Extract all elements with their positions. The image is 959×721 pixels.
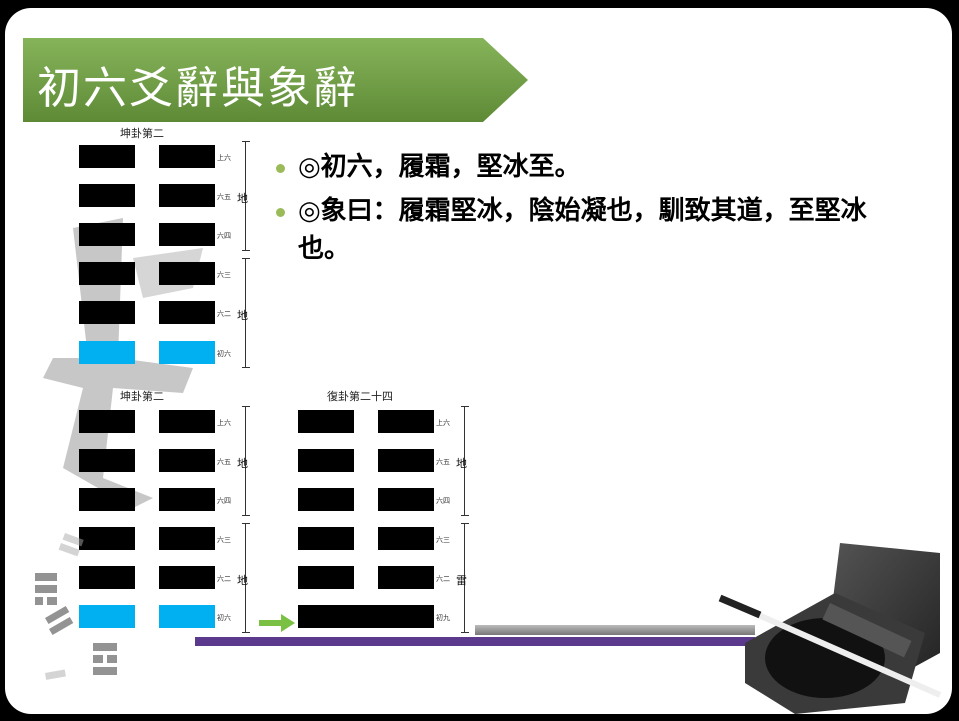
hexagram-name: 坤卦第二 bbox=[120, 127, 164, 140]
yin-line-right bbox=[159, 145, 215, 168]
line-label: 上六 bbox=[436, 419, 450, 427]
line-label: 六二 bbox=[436, 575, 450, 583]
yin-line-right bbox=[378, 566, 434, 589]
highlighted-line-left bbox=[79, 341, 135, 364]
slide-title: 初六爻辭與象辭 bbox=[37, 63, 359, 114]
arrow-right-icon bbox=[259, 614, 295, 632]
yin-line-right bbox=[159, 527, 215, 550]
bagua-decoration-icon bbox=[35, 533, 117, 680]
yin-line-left bbox=[79, 262, 135, 285]
bullet-dot-icon bbox=[276, 208, 285, 217]
yin-line-left bbox=[79, 301, 135, 324]
yin-line-left bbox=[79, 410, 135, 433]
yin-line-right bbox=[159, 566, 215, 589]
bullet-item: ◎象曰：履霜堅冰，陰始凝也，馴致其道，至堅冰也。 bbox=[270, 192, 910, 268]
trigram-bracket bbox=[461, 406, 471, 516]
slide: 初六爻辭與象辭 ◎初六，履霜，堅冰至。 ◎象曰：履霜堅冰，陰始凝也，馴致其道，至… bbox=[5, 8, 952, 714]
trigram-label: 地 bbox=[237, 192, 248, 205]
yin-line-right bbox=[159, 262, 215, 285]
line-label: 六三 bbox=[436, 536, 450, 544]
line-label: 初九 bbox=[436, 614, 450, 622]
yin-line-left bbox=[79, 449, 135, 472]
yin-line-right bbox=[159, 410, 215, 433]
banner-arrow-shape bbox=[23, 38, 528, 122]
yin-line-left bbox=[79, 527, 135, 550]
line-label: 初六 bbox=[217, 614, 231, 622]
trigram-label: 地 bbox=[237, 457, 248, 470]
yang-line bbox=[298, 605, 434, 628]
trigram-label: 地 bbox=[237, 309, 248, 322]
yin-line-left bbox=[298, 410, 354, 433]
yin-line-right bbox=[159, 449, 215, 472]
line-label: 六四 bbox=[436, 497, 450, 505]
bullet-dot-icon bbox=[276, 164, 285, 173]
yin-line-left bbox=[79, 223, 135, 246]
yin-line-left bbox=[298, 527, 354, 550]
line-label: 六三 bbox=[217, 271, 231, 279]
line-label: 六五 bbox=[217, 193, 231, 201]
bullet-text: ◎象曰：履霜堅冰，陰始凝也，馴致其道，至堅冰也。 bbox=[298, 196, 867, 264]
calligraphy-brush-icon bbox=[718, 594, 942, 698]
yin-line-left bbox=[298, 449, 354, 472]
highlighted-line-right bbox=[159, 605, 215, 628]
yin-line-right bbox=[159, 223, 215, 246]
line-label: 初六 bbox=[217, 350, 231, 358]
yin-line-left bbox=[298, 566, 354, 589]
trigram-bracket bbox=[242, 406, 252, 516]
line-label: 六五 bbox=[436, 458, 450, 466]
hexagram-name: 坤卦第二 bbox=[120, 390, 164, 403]
trigram-bracket bbox=[242, 141, 252, 251]
trigram-bracket bbox=[242, 258, 252, 368]
line-label: 六二 bbox=[217, 575, 231, 583]
trigram-bracket bbox=[242, 523, 252, 633]
yin-line-right bbox=[159, 488, 215, 511]
hexagram-name: 復卦第二十四 bbox=[327, 390, 393, 403]
bullet-text: ◎初六，履霜，堅冰至。 bbox=[298, 152, 581, 182]
yin-line-right bbox=[159, 301, 215, 324]
line-label: 六五 bbox=[217, 458, 231, 466]
trigram-label: 雷 bbox=[456, 574, 467, 587]
trigram-label: 地 bbox=[237, 574, 248, 587]
decorative-purple-bar bbox=[195, 637, 755, 646]
decorative-gray-bar bbox=[475, 625, 755, 635]
yin-line-left bbox=[79, 488, 135, 511]
line-label: 六二 bbox=[217, 310, 231, 318]
line-label: 六四 bbox=[217, 497, 231, 505]
title-banner: 初六爻辭與象辭 bbox=[23, 38, 528, 122]
line-label: 上六 bbox=[217, 419, 231, 427]
bullet-item: ◎初六，履霜，堅冰至。 bbox=[270, 148, 910, 186]
yin-line-right bbox=[378, 527, 434, 550]
line-label: 上六 bbox=[217, 154, 231, 162]
highlighted-line-right bbox=[159, 341, 215, 364]
trigram-bracket bbox=[461, 523, 471, 633]
ink-stone-icon bbox=[745, 543, 940, 714]
trigram-label: 地 bbox=[456, 457, 467, 470]
yin-line-right bbox=[378, 449, 434, 472]
yin-line-right bbox=[378, 488, 434, 511]
yin-line-left bbox=[79, 184, 135, 207]
highlighted-line-left bbox=[79, 605, 135, 628]
line-label: 六三 bbox=[217, 536, 231, 544]
yin-line-left bbox=[79, 566, 135, 589]
yin-line-left bbox=[298, 488, 354, 511]
yin-line-right bbox=[159, 184, 215, 207]
line-label: 六四 bbox=[217, 232, 231, 240]
bullet-list: ◎初六，履霜，堅冰至。 ◎象曰：履霜堅冰，陰始凝也，馴致其道，至堅冰也。 bbox=[270, 148, 910, 274]
yin-line-right bbox=[378, 410, 434, 433]
yin-line-left bbox=[79, 145, 135, 168]
